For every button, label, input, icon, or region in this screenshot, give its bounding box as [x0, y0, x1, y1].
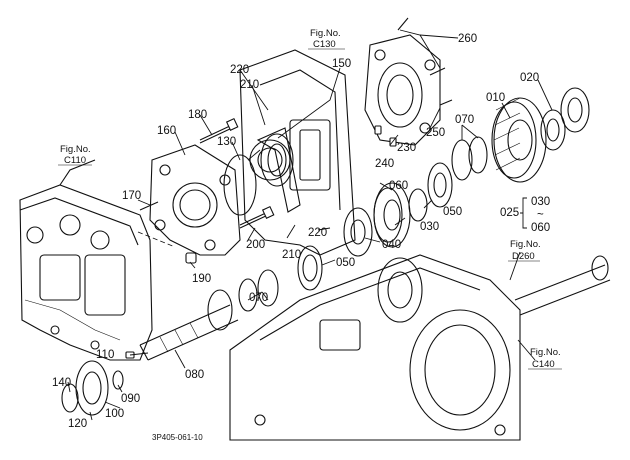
part-label-220-lower: 220 [308, 227, 327, 239]
fig-ref-c140-line2: C140 [532, 359, 555, 370]
fig-ref-c140-line1: Fig.No. [530, 347, 561, 358]
fig-ref-d260-line2: D260 [512, 251, 535, 262]
bearing-100 [75, 360, 109, 416]
gear-040 [343, 207, 373, 257]
part-label-080: 080 [185, 369, 204, 381]
synchronizer-hub-030 [373, 182, 411, 248]
part-label-030: 030 [420, 221, 439, 233]
fig-ref-c110: Fig.No. C110 [58, 144, 92, 166]
part-label-190: 190 [192, 273, 211, 285]
part-label-200: 200 [246, 239, 265, 251]
part-label-120: 120 [68, 418, 87, 430]
cover-plate-160 [149, 144, 241, 256]
washers-070-lower [238, 269, 279, 312]
part-label-250: 250 [426, 127, 445, 139]
o-ring-090 [112, 370, 124, 390]
part-label-130: 130 [217, 136, 236, 148]
fig-ref-d260: Fig.No. D260 [508, 239, 541, 262]
drawing-code: 3P405-061-10 [152, 433, 203, 442]
fig-ref-c140: Fig.No. C140 [528, 347, 562, 370]
bearing-150 [260, 133, 294, 187]
fig-ref-d260-line1: Fig.No. [510, 239, 541, 250]
part-label-260: 260 [458, 33, 477, 45]
part-label-210-lower: 210 [282, 249, 301, 261]
part-label-230: 230 [397, 142, 416, 154]
pins-240 [374, 125, 397, 147]
bracket-210 [256, 127, 301, 213]
part-label-170: 170 [122, 190, 141, 202]
part-label-030-range-start: 030 [531, 196, 550, 208]
shift-sleeve-050 [427, 162, 453, 208]
fig-ref-c130-line1: Fig.No. [310, 28, 341, 39]
part-label-010: 010 [486, 92, 505, 104]
part-label-020: 020 [520, 72, 539, 84]
washers-070-upper [451, 136, 488, 181]
part-label-060: 060 [389, 180, 408, 192]
part-label-110: 110 [96, 349, 114, 361]
part-label-240: 240 [375, 158, 394, 170]
output-shaft-d260 [514, 255, 611, 316]
part-label-025: 025 [500, 207, 519, 219]
part-label-090: 090 [121, 393, 140, 405]
rear-housing [229, 254, 521, 441]
part-label-040: 040 [382, 239, 401, 251]
part-label-070-upper: 070 [455, 114, 474, 126]
part-label-050-upper: 050 [443, 206, 462, 218]
fig-ref-c110-line1: Fig.No. [60, 144, 91, 155]
part-label-070-lower: 070 [249, 292, 268, 304]
range-tilde: ~ [537, 209, 544, 221]
range-bracket [520, 197, 527, 229]
part-label-060-range-end: 060 [531, 222, 550, 234]
shaft-080 [139, 289, 239, 361]
left-transmission-housing [19, 159, 176, 361]
part-label-050-lower: 050 [336, 257, 355, 269]
part-label-180: 180 [188, 109, 207, 121]
ring-050-lower [297, 245, 323, 291]
spring-060 [408, 188, 428, 222]
bearing-020 [540, 109, 566, 151]
fig-ref-c130-line2: C130 [313, 39, 336, 50]
gasket-130 [223, 154, 257, 216]
end-cap [560, 87, 590, 133]
part-label-220: 220 [230, 64, 249, 76]
part-label-160: 160 [157, 125, 176, 137]
part-label-210: 210 [240, 79, 259, 91]
part-labels: 260 220 150 210 020 010 180 250 070 160 … [52, 33, 550, 430]
part-label-150: 150 [332, 58, 351, 70]
fig-ref-c110-line2: C110 [64, 155, 86, 166]
part-label-140: 140 [52, 377, 71, 389]
leader-lines [67, 29, 553, 421]
gear-010 [491, 97, 547, 183]
part-label-100: 100 [105, 408, 124, 420]
snap-ring-140 [61, 383, 79, 413]
fig-ref-c130: Fig.No. C130 [308, 28, 345, 50]
